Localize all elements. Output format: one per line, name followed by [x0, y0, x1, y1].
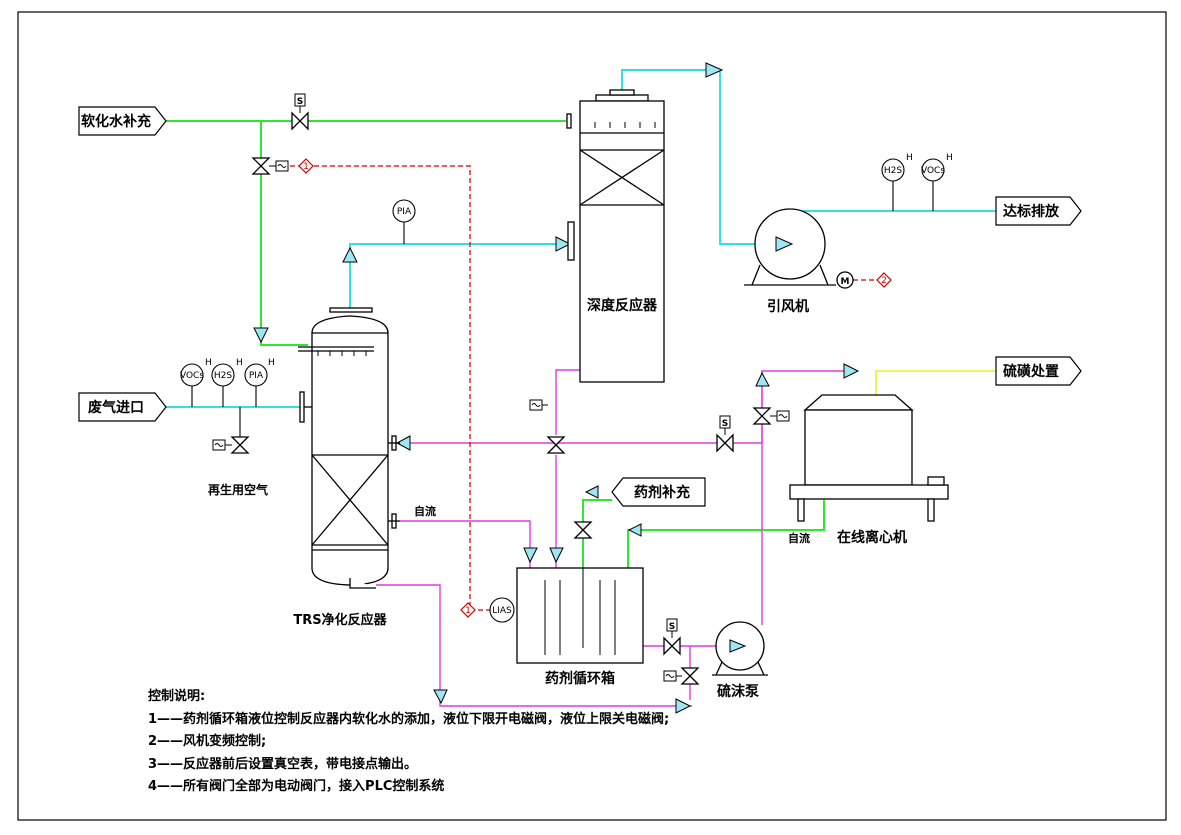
online-centrifuge [789, 394, 949, 522]
chem-supply-flag: 药剂补充 [611, 477, 706, 507]
note-item-4: 4——所有阀门全部为电动阀门，接入PLC控制系统 [148, 779, 445, 794]
solenoid-label-1: S [297, 97, 303, 107]
regen-air-label: 再生用空气 [208, 482, 268, 497]
chem-supply-valve[interactable] [574, 521, 592, 539]
h2s-inlet-hi: H [236, 358, 243, 368]
solenoid-markers [294, 93, 731, 638]
self-flow-label-2: 自流 [788, 531, 810, 545]
induced-fan [744, 208, 854, 289]
pump-drain-valve[interactable] [681, 667, 699, 685]
control-loop-markers [298, 158, 892, 618]
trs-reactor-label: TRS净化反应器 [293, 612, 387, 628]
sulfur-line [875, 370, 996, 398]
flow-arrows [253, 62, 860, 714]
soft-water-branch-valve[interactable] [252, 157, 270, 175]
chem-tank-label: 药剂循环箱 [545, 670, 615, 687]
vocs-label-inlet: VOCs [180, 371, 204, 381]
vocs-label-outlet: VOCs [921, 166, 945, 176]
slurry-pump [712, 621, 768, 676]
centrifuge-feed-valve[interactable] [753, 407, 771, 425]
instrument-bubbles [180, 158, 945, 623]
discharge-label: 达标排放 [1003, 203, 1060, 220]
control-marker-1b: 1 [465, 606, 471, 616]
fan-label: 引风机 [767, 298, 809, 315]
sulfur-disposal-flag: 硫磺处置 [995, 356, 1082, 386]
vocs-outlet-hi: H [946, 153, 953, 163]
recycle-solenoid-valve[interactable] [716, 434, 734, 452]
deep-reactor-drain-valve[interactable] [547, 436, 565, 454]
centrifuge-label: 在线离心机 [837, 529, 907, 546]
control-marker-1a: 1 [303, 162, 309, 172]
soft-water-line [166, 120, 825, 568]
control-marker-2: 2 [881, 276, 887, 286]
sulfur-disposal-label: 硫磺处置 [1003, 363, 1059, 380]
discharge-flag: 达标排放 [995, 196, 1082, 226]
fan-motor-label: M [841, 277, 850, 287]
self-flow-label-1: 自流 [414, 504, 436, 518]
chemical-tank [516, 567, 644, 664]
slurry-pump-label: 硫沫泵 [717, 683, 759, 700]
deep-reactor [566, 89, 665, 383]
control-notes: 控制说明: 1——药剂循环箱液位控制反应器内软化水的添加，液位下限开电磁阀，液位… [148, 686, 669, 799]
vocs-inlet-hi: H [205, 358, 212, 368]
trs-reactor [298, 307, 400, 589]
h2s-outlet-hi: H [906, 153, 913, 163]
note-item-1: 1——药剂循环箱液位控制反应器内软化水的添加，液位下限开电磁阀，液位上限关电磁阀… [148, 711, 670, 727]
soft-water-flag: 软化水补充 [78, 106, 167, 136]
pia-inlet-hi: H [268, 358, 275, 368]
solenoid-label-2: S [722, 419, 728, 429]
soft-water-label: 软化水补充 [81, 113, 151, 130]
soft-water-solenoid-valve[interactable] [291, 112, 309, 130]
h2s-label-inlet: H2S [214, 371, 232, 381]
pia-label-inlet: PIA [249, 371, 264, 381]
control-signal-line [290, 165, 878, 611]
regen-air-valve[interactable] [231, 436, 249, 454]
solenoid-label-3: S [669, 622, 675, 632]
waste-gas-flag: 废气进口 [78, 392, 167, 422]
note-item-3: 3——反应器前后设置真空表，带电接点输出。 [148, 756, 418, 772]
actuator-markers [212, 160, 790, 682]
notes-title: 控制说明: [148, 689, 206, 704]
deep-reactor-label: 深度反应器 [587, 297, 658, 314]
pump-inlet-solenoid-valve[interactable] [663, 637, 681, 655]
pia-label-top: PIA [397, 207, 412, 217]
note-item-2: 2——风机变频控制; [148, 734, 267, 749]
waste-gas-label: 废气进口 [88, 399, 144, 416]
drawing-frame [17, 11, 1167, 821]
chem-supply-label: 药剂补充 [634, 484, 690, 501]
lias-label: LIAS [492, 606, 512, 616]
h2s-label-outlet: H2S [884, 166, 902, 176]
